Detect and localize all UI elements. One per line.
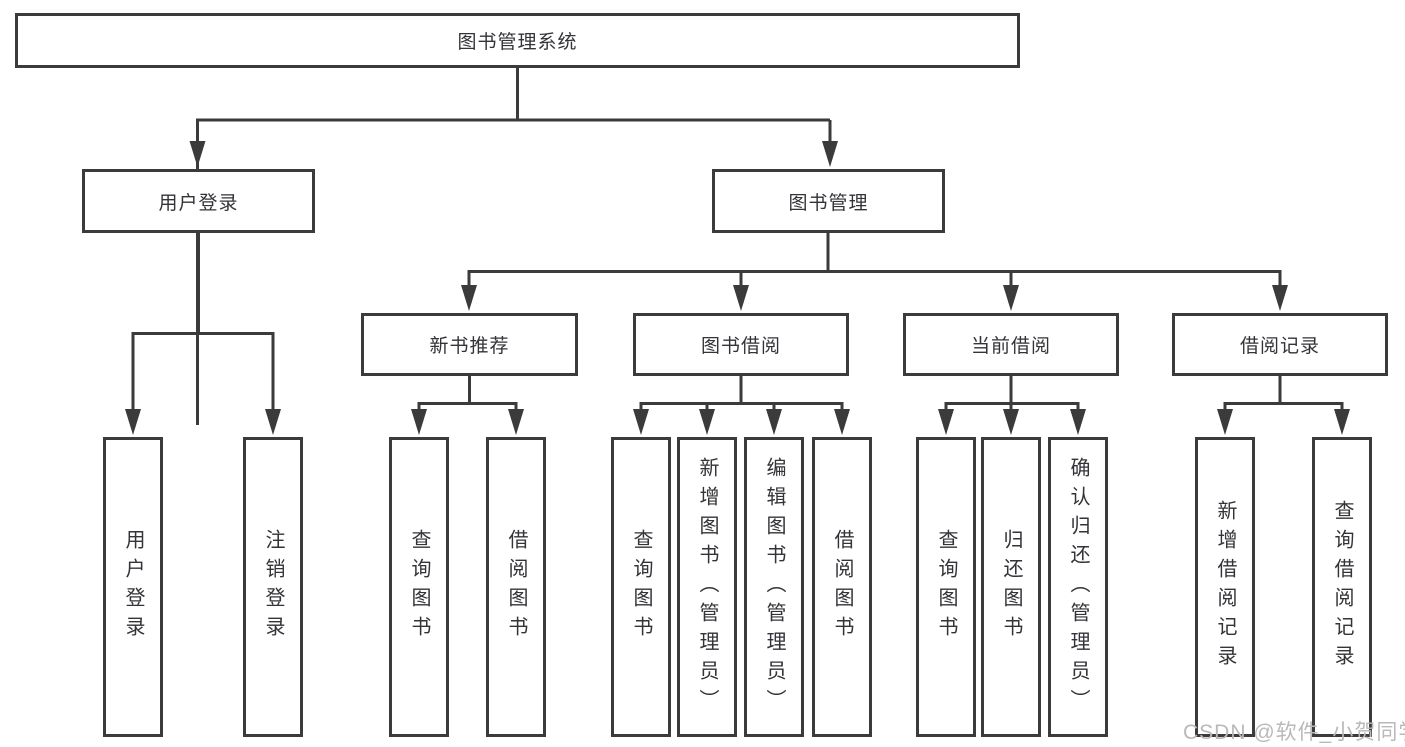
arrow-down-icon: [699, 409, 715, 435]
arrow-down-icon: [1003, 409, 1019, 435]
leaf-query-borrow-record: 查询借阅记录: [1312, 437, 1372, 737]
connector-borrowrecord-to-leaves: [1217, 376, 1350, 435]
node-label: 图书管理系统: [457, 32, 578, 53]
node-label: 图书管理: [788, 192, 869, 214]
node-new-book-recommendation: 新书推荐: [361, 313, 578, 376]
arrow-down-icon: [1334, 409, 1350, 435]
arrow-down-icon: [461, 285, 477, 311]
leaf-label: 借阅图书: [505, 529, 527, 645]
leaf-query-books: 查询图书: [611, 437, 671, 737]
leaf-logout: 注销登录: [243, 437, 303, 737]
arrow-down-icon: [633, 409, 649, 435]
arrow-down-icon: [822, 141, 838, 167]
leaf-return-books: 归还图书: [981, 437, 1041, 737]
connector-userlogin-to-leaves: [125, 233, 281, 435]
arrow-down-icon: [938, 409, 954, 435]
leaf-label: 查询借阅记录: [1331, 500, 1353, 674]
connector-currentborrow-to-leaves: [938, 376, 1086, 435]
leaf-label: 查询图书: [935, 529, 957, 645]
arrow-down-icon: [189, 141, 206, 167]
leaf-label: 用户登录: [122, 529, 144, 645]
arrow-down-icon: [1272, 285, 1288, 311]
leaf-label: 查询图书: [630, 529, 652, 645]
connector-root-to-level2: [189, 68, 838, 425]
node-current-borrowing: 当前借阅: [903, 313, 1119, 376]
arrow-down-icon: [1003, 285, 1019, 311]
node-user-login: 用户登录: [82, 169, 315, 233]
node-label: 图书借阅: [700, 336, 781, 357]
csdn-watermark: CSDN @软件_小贺同学: [1183, 721, 1405, 744]
arrow-down-icon: [265, 409, 281, 435]
node-label: 当前借阅: [970, 336, 1051, 357]
arrow-down-icon: [1217, 409, 1233, 435]
leaf-label: 新增借阅记录: [1214, 500, 1236, 674]
node-label: 借阅记录: [1239, 336, 1320, 357]
node-label: 新书推荐: [429, 336, 510, 357]
node-book-borrowing: 图书借阅: [633, 313, 849, 376]
leaf-label: 归还图书: [1000, 529, 1022, 645]
leaf-user-login: 用户登录: [103, 437, 163, 737]
leaf-edit-books-admin: 编辑图书（管理员）: [744, 437, 804, 737]
connector-bookborrow-to-leaves: [633, 376, 850, 435]
leaf-confirm-return-admin: 确认归还（管理员）: [1048, 437, 1108, 737]
leaf-label: 查询图书: [408, 529, 430, 645]
arrow-down-icon: [1070, 409, 1086, 435]
connector-newbook-to-leaves: [411, 376, 524, 435]
leaf-add-books-admin: 新增图书（管理员）: [677, 437, 737, 737]
arrow-down-icon: [411, 409, 427, 435]
arrow-down-icon: [733, 285, 749, 311]
leaf-label: 注销登录: [262, 529, 284, 645]
node-borrowing-records: 借阅记录: [1172, 313, 1388, 376]
node-book-management: 图书管理: [712, 169, 945, 233]
node-library-management-system: 图书管理系统: [15, 13, 1020, 68]
arrow-down-icon: [766, 409, 782, 435]
leaf-borrow-books: 借阅图书: [812, 437, 872, 737]
leaf-query-books: 查询图书: [916, 437, 976, 737]
leaf-label: 新增图书（管理员）: [696, 456, 718, 718]
arrow-down-icon: [508, 409, 524, 435]
arrow-down-icon: [125, 409, 141, 435]
connector-bookmgmt-to-level3: [461, 233, 1288, 311]
leaf-borrow-books: 借阅图书: [486, 437, 546, 737]
leaf-label: 确认归还（管理员）: [1067, 456, 1089, 718]
arrow-down-icon: [834, 409, 850, 435]
leaf-query-books: 查询图书: [389, 437, 449, 737]
leaf-label: 借阅图书: [831, 529, 853, 645]
leaf-add-borrow-record: 新增借阅记录: [1195, 437, 1255, 737]
leaf-label: 编辑图书（管理员）: [763, 456, 785, 718]
node-label: 用户登录: [158, 192, 239, 214]
